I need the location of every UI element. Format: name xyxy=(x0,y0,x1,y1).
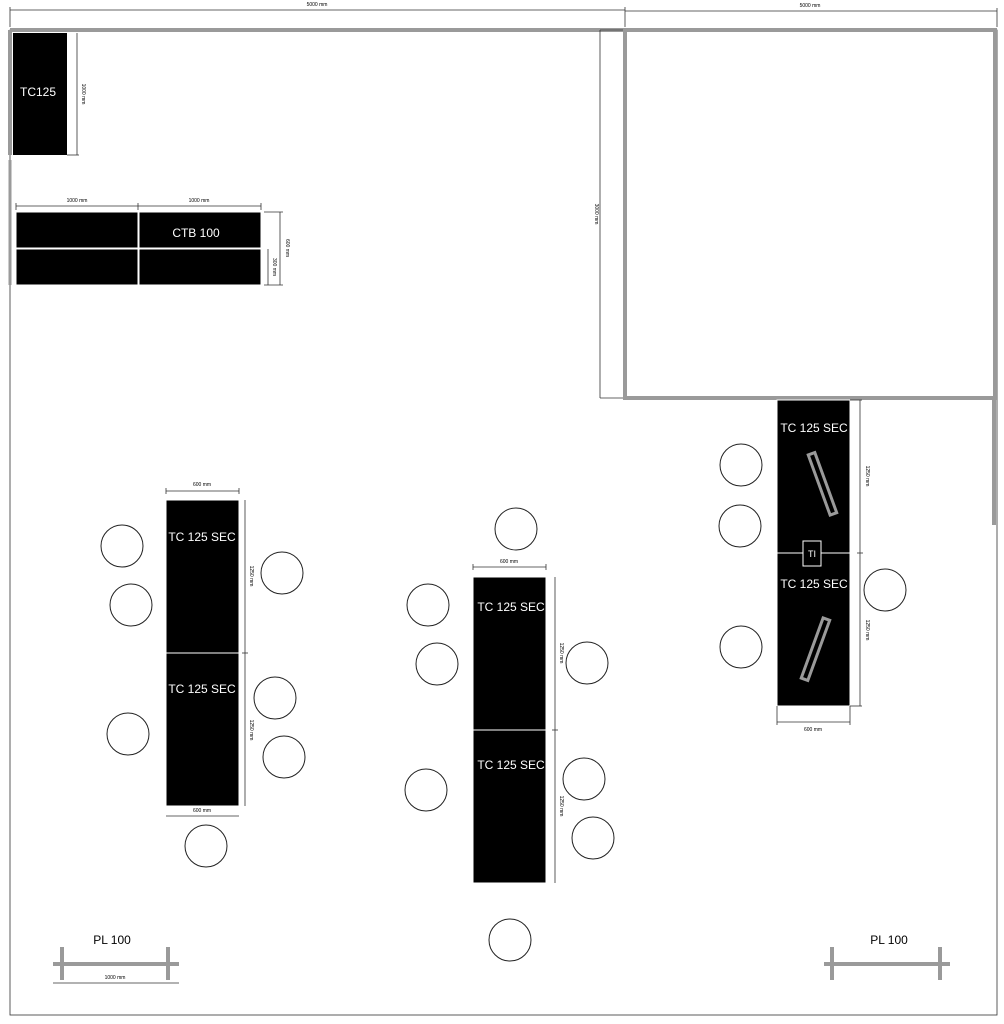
ctb-100-counter: CTB 100 1000 mm 1000 mm 600 mm 300 mm xyxy=(15,198,290,286)
stool xyxy=(562,757,606,801)
stool xyxy=(571,816,615,860)
sink-slot xyxy=(806,450,839,518)
table-group-3: TC 125 SEC TC 125 SEC TI 1250 mm 1250 mm… xyxy=(776,399,870,733)
stool xyxy=(719,625,763,669)
seats-group-1 xyxy=(100,524,306,868)
dimension-label: 600 mm xyxy=(500,559,518,565)
table-group-2: TC 125 SEC TC 125 SEC 600 mm 1250 mm 125… xyxy=(472,559,564,884)
pl-label: PL 100 xyxy=(93,933,131,947)
pl-100-left: PL 100 1000 mm xyxy=(53,933,179,984)
dimension-label: 1250 mm xyxy=(558,796,564,817)
dimension-label: 300 mm xyxy=(271,258,277,276)
counter-label: CTB 100 xyxy=(172,226,220,240)
stool xyxy=(406,583,450,627)
stool xyxy=(415,642,459,686)
dimension-label: 1250 mm xyxy=(864,466,870,487)
stool xyxy=(863,568,907,612)
dimension-label: 600 mm xyxy=(193,482,211,488)
dimension-label: 1250 mm xyxy=(248,566,254,587)
dimension-label: 600 mm xyxy=(193,808,211,814)
seats-group-3 xyxy=(718,443,907,669)
table-label: TC 125 SEC xyxy=(477,758,545,772)
stool xyxy=(106,712,150,756)
dimension-room-height: 3000 mm xyxy=(593,29,623,399)
pl-label: PL 100 xyxy=(870,933,908,947)
dimension-label: 1250 mm xyxy=(248,720,254,741)
table-label: TC 125 SEC xyxy=(477,600,545,614)
dimension-label: 1000 mm xyxy=(105,975,126,981)
dimension-label: 1000 mm xyxy=(189,198,210,204)
dimension-label: 1250 mm xyxy=(558,643,564,664)
dimension-label: 600 mm xyxy=(284,239,290,257)
stool xyxy=(109,583,153,627)
dimension-label: 1000 mm xyxy=(80,84,86,105)
stool xyxy=(184,824,228,868)
stool xyxy=(262,735,306,779)
cabinet-label: TC125 xyxy=(20,85,56,99)
sink-slot xyxy=(799,615,832,683)
table-group-1: TC 125 SEC TC 125 SEC 600 mm 1250 mm 125… xyxy=(165,482,254,817)
stool xyxy=(494,507,538,551)
dimension-label: 1000 mm xyxy=(67,198,88,204)
seats-group-2 xyxy=(404,507,615,962)
stool xyxy=(253,676,297,720)
stool xyxy=(565,641,609,685)
dimension-label: 1250 mm xyxy=(864,620,870,641)
stool xyxy=(100,524,144,568)
dimension-label: 600 mm xyxy=(804,727,822,733)
pl-100-right: PL 100 xyxy=(824,933,950,980)
tc125-cabinet: TC125 1000 mm xyxy=(13,33,86,156)
dimension-label: 5000 mm xyxy=(307,2,328,8)
stool xyxy=(404,768,448,812)
ti-box xyxy=(802,540,822,567)
dimension-top-right: 5000 mm xyxy=(625,3,998,27)
stool xyxy=(488,918,532,962)
table-label: TC 125 SEC xyxy=(780,577,848,591)
table-label: TC 125 SEC xyxy=(780,421,848,435)
stool xyxy=(718,504,762,548)
stool xyxy=(719,443,763,487)
table-label: TC 125 SEC xyxy=(168,682,236,696)
dimension-top-left: 5000 mm xyxy=(9,2,626,27)
dimension-label: 5000 mm xyxy=(800,3,821,9)
room-walls xyxy=(623,28,997,400)
stool xyxy=(260,551,304,595)
table-label: TC 125 SEC xyxy=(168,530,236,544)
dimension-label: 3000 mm xyxy=(593,204,599,225)
ti-label: TI xyxy=(808,549,816,559)
